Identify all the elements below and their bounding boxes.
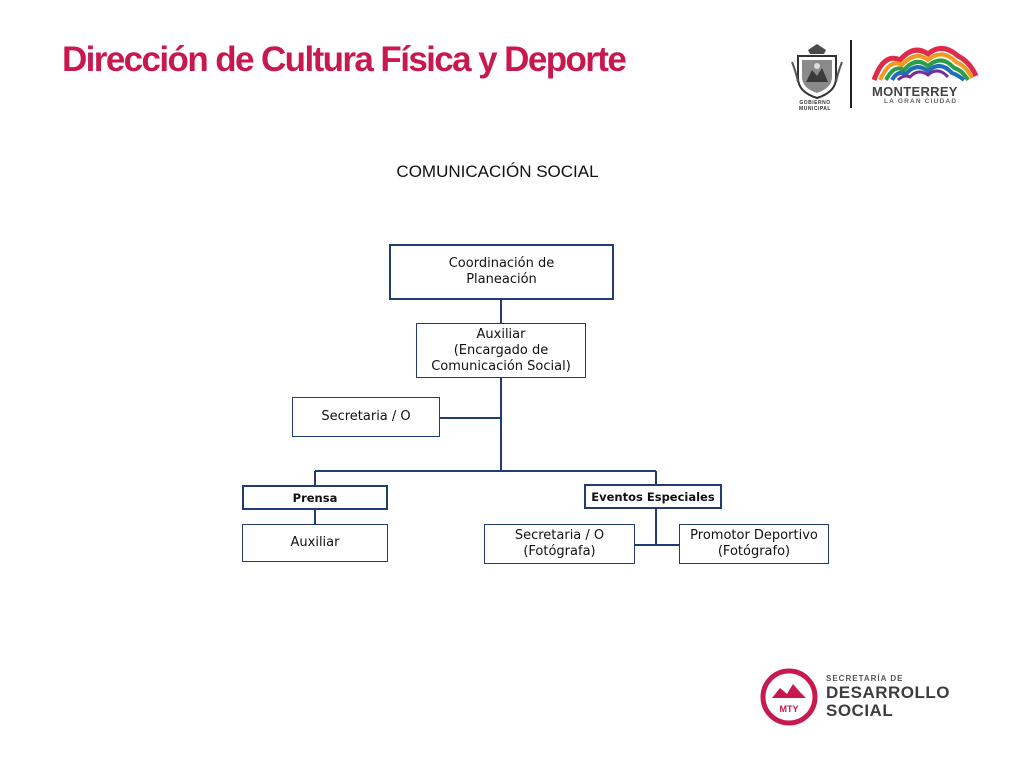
gov-label: GOBIERNO MUNICIPAL <box>799 100 831 112</box>
org-box-eventos-especiales: Eventos Especiales <box>584 484 722 509</box>
mountain-logo-icon <box>871 46 979 82</box>
org-box-prensa: Prensa <box>242 485 388 510</box>
org-box-auxiliar-comunicacion: Auxiliar (Encargado de Comunicación Soci… <box>416 323 586 378</box>
org-box-secretaria-fotografa: Secretaria / O (Fotógrafa) <box>484 524 635 564</box>
city-name: MONTERREY <box>872 84 958 99</box>
coat-of-arms-icon <box>791 44 843 100</box>
page-title: Dirección de Cultura Física y Deporte <box>62 40 627 79</box>
logo-title: DESARROLLO SOCIAL <box>826 683 950 720</box>
desarrollo-social-logo: MTY SECRETARÍA DE DESARROLLO SOCIAL <box>760 668 960 730</box>
org-box-secretaria: Secretaria / O <box>292 397 440 437</box>
mty-badge-icon: MTY <box>760 668 818 726</box>
org-box-coordinacion: Coordinación de Planeación <box>389 244 614 300</box>
section-title: COMUNICACIÓN SOCIAL <box>396 162 599 181</box>
logo-pretitle: SECRETARÍA DE <box>826 674 904 683</box>
badge-text: MTY <box>780 704 799 714</box>
logo-divider <box>850 40 852 108</box>
city-tagline: LA GRAN CIUDAD <box>884 98 958 105</box>
org-box-promotor-deportivo: Promotor Deportivo (Fotógrafo) <box>679 524 829 564</box>
monterrey-logo: GOBIERNO MUNICIPAL MONTERREY LA GRAN CIU… <box>784 38 984 112</box>
org-box-auxiliar-prensa: Auxiliar <box>242 524 388 562</box>
